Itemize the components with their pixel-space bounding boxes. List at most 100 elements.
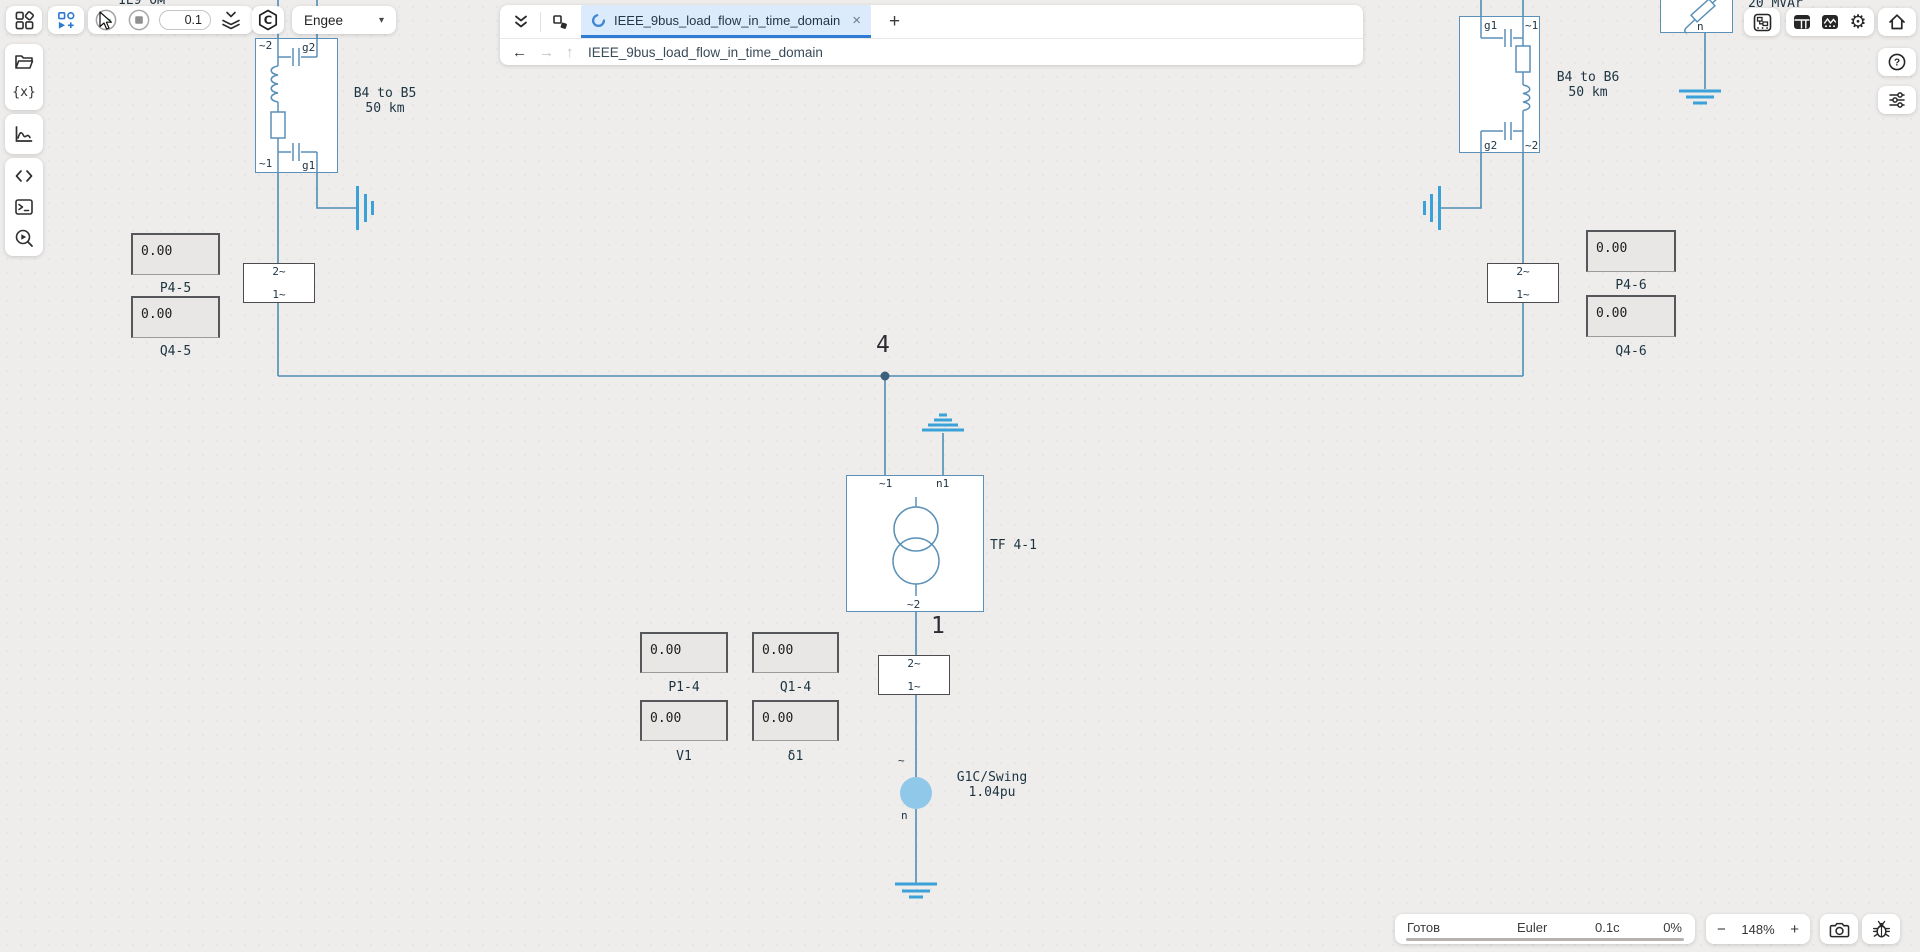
display-label-v1: V1 [676,749,692,764]
line-block-b4-b5[interactable] [255,38,338,173]
port-label: n [901,809,908,822]
display-q4-5[interactable]: 0.00 [131,296,220,338]
sidebar-item-code[interactable] [11,163,37,189]
bug-icon [1872,920,1890,938]
sim-step-time: 0.1c [1595,920,1620,935]
scope-button[interactable] [1818,9,1842,35]
tab-title: IEEE_9bus_load_flow_in_time_domain [614,12,841,28]
display-label-p4-6: P4-6 [1615,278,1647,293]
nav-forward-button[interactable]: → [539,43,554,61]
meas-port-top: 2~ [907,657,921,670]
power-meas-block-1-4[interactable]: 2~ 1~ [878,655,950,695]
plot-icon [15,126,33,142]
linked-blocks-button[interactable] [547,9,573,35]
layout-grid-button[interactable] [1790,9,1814,35]
sidebar-item-terminal[interactable] [11,194,37,220]
port-label: ~2 [1525,139,1539,152]
model-browser-button[interactable] [1744,8,1780,36]
run-blocks-button[interactable] [48,6,84,34]
model-loading-spinner-icon [591,13,606,27]
port-label: ~1 [879,477,893,490]
nav-back-button[interactable]: ← [512,43,527,61]
display-p1-4[interactable]: 0.00 [640,632,728,673]
meas-port-bottom: 1~ [907,680,921,693]
sidebar-group-files: {x} [5,44,43,110]
export-layers-icon [222,11,240,30]
mouse-cursor [99,11,112,30]
port-label: g2 [302,41,316,54]
svg-text:C: C [264,13,272,27]
power-meas-block-4-6[interactable]: 2~ 1~ [1487,263,1559,303]
display-label-d1: δ1 [787,749,804,764]
sidebar-item-variables[interactable]: {x} [11,79,37,105]
ground-symbol-transformer [922,413,964,432]
progress-percent: 0% [1663,920,1682,935]
address-bar: ← → ↑ IEEE_9bus_load_flow_in_time_domain [500,39,1363,65]
sidebar-item-plots[interactable] [11,121,37,147]
generator-block[interactable] [900,777,932,809]
display-label-p4-5: P4-5 [159,281,192,296]
stop-button[interactable] [126,7,152,33]
port-label: ~ [898,754,905,767]
home-button[interactable] [1878,8,1916,36]
tab-strip: IEEE_9bus_load_flow_in_time_domain × + [500,5,1363,38]
collapse-toolbar-button[interactable] [508,9,534,35]
display-q4-6[interactable]: 0.00 [1586,295,1676,337]
divider [500,38,1363,39]
apps-icon [15,10,34,29]
port-label: g1 [1484,19,1498,32]
engee-mode-dropdown[interactable]: Engee ▾ [292,6,396,34]
tab-ieee-9bus[interactable]: IEEE_9bus_load_flow_in_time_domain × [581,5,871,38]
status-text: Готов [1407,920,1441,935]
apps-button[interactable] [6,6,42,34]
breadcrumb: IEEE_9bus_load_flow_in_time_domain [588,44,823,60]
gear-icon: ⚙ [1849,11,1867,33]
preferences-button[interactable] [1878,86,1916,114]
line-block-b4-b6-label: B4 to B6 50 km [1556,70,1620,100]
ground-symbol-right [1423,186,1441,230]
port-label: n [1697,20,1704,33]
sidebar-group-plots [5,114,43,154]
engee-mode-label: Engee [304,12,344,28]
sidebar-group-dev [5,158,43,256]
tab-close-button[interactable]: × [852,11,861,29]
port-label: ~1 [1525,19,1539,32]
home-icon [1889,14,1905,30]
port-label: n1 [936,477,950,490]
line-block-b4-b6[interactable] [1459,16,1540,153]
power-meas-block-4-5[interactable]: 2~ 1~ [243,263,315,303]
zoom-controls: − 148% + [1706,914,1810,944]
zoom-level: 148% [1741,921,1775,937]
sidebar-item-files[interactable] [11,49,37,75]
display-label-q1-4: Q1-4 [779,680,812,695]
display-d1[interactable]: 0.00 [752,700,839,741]
ground-symbol-generator [895,882,937,899]
port-label: ~2 [259,39,273,52]
display-p4-5[interactable]: 0.00 [131,233,220,275]
linked-blocks-icon [553,14,567,29]
display-v1[interactable]: 0.00 [640,700,728,741]
engee-core-button[interactable]: C [252,6,284,34]
run-blocks-icon [57,11,74,29]
sim-time-input[interactable] [159,10,211,30]
screenshot-button[interactable] [1820,914,1858,944]
ground-symbol-breaker [1679,89,1721,105]
clipped-param-text-right: 20 MVAr [1748,0,1803,11]
settings-button[interactable]: ⚙ [1846,9,1870,35]
display-q1-4[interactable]: 0.00 [752,632,839,673]
export-results-button[interactable] [218,7,244,33]
help-button[interactable]: ? [1878,48,1916,76]
zoom-out-button[interactable]: − [1717,920,1726,938]
new-tab-button[interactable]: + [888,10,901,32]
zoom-in-button[interactable]: + [1790,920,1799,938]
folder-icon [15,54,34,69]
debug-button[interactable] [1862,914,1900,944]
layout-grid-icon [1794,15,1810,29]
transformer-block[interactable] [846,475,984,612]
display-label-q4-5: Q4-5 [159,344,192,359]
display-label-q4-6: Q4-6 [1615,344,1647,359]
sidebar-item-search-run[interactable] [11,225,37,251]
display-p4-6[interactable]: 0.00 [1586,230,1676,272]
nav-up-button[interactable]: ↑ [566,43,574,61]
